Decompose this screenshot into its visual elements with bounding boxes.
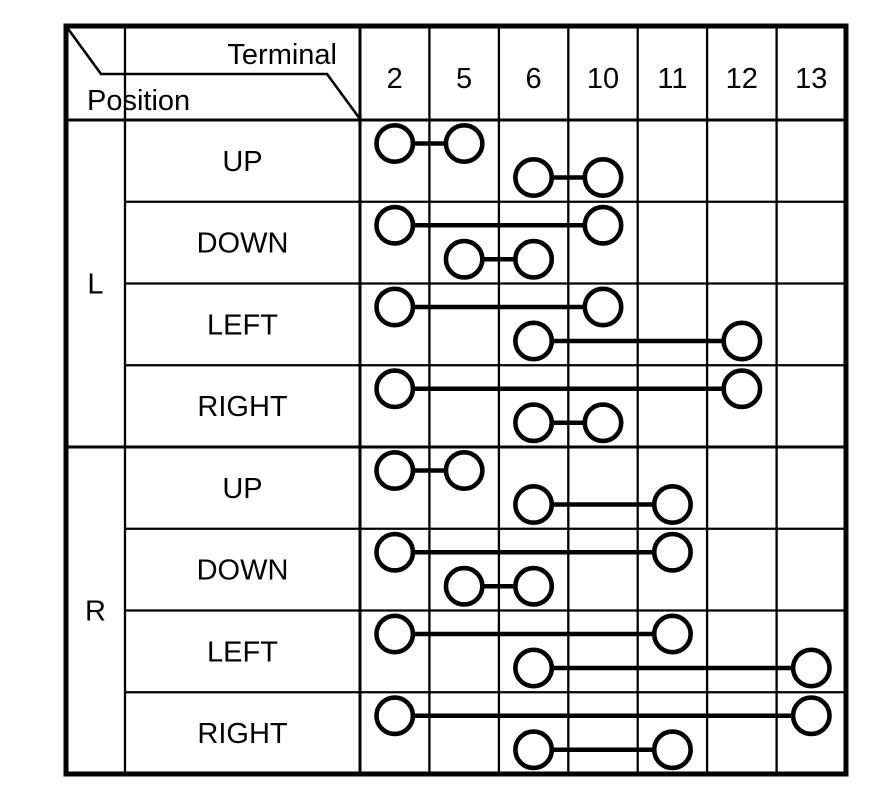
connection-terminal-circle: [513, 320, 555, 362]
terminal-col-header: 11: [657, 63, 687, 95]
connection-terminal-circle: [374, 123, 416, 165]
connection-terminal-circle: [721, 320, 763, 362]
connection-terminal-circle: [513, 729, 555, 771]
terminal-col-header: 5: [456, 63, 472, 95]
connection-terminal-circle: [790, 647, 832, 689]
connection-terminal-circle: [651, 531, 693, 573]
position-row-label: UP: [222, 473, 262, 505]
connection-terminal-circle: [513, 402, 555, 444]
connection-terminal-circle: [582, 204, 624, 246]
connection-terminal-circle: [582, 402, 624, 444]
connection-terminal-circle: [582, 157, 624, 199]
header-diagonal-divider: [64, 25, 362, 120]
connection-terminal-circle: [443, 123, 485, 165]
connections-layer: [374, 123, 832, 771]
terminal-col-header: 2: [387, 63, 403, 95]
connection-terminal-circle: [374, 368, 416, 410]
connection-terminal-circle: [513, 565, 555, 607]
position-row-label: LEFT: [207, 309, 278, 341]
connection-terminal-circle: [374, 449, 416, 491]
group-label-r: R: [85, 596, 106, 628]
connection-terminal-circle: [513, 238, 555, 280]
terminal-col-header: 13: [795, 63, 827, 95]
connection-terminal-circle: [374, 613, 416, 655]
terminal-col-header: 12: [726, 63, 758, 95]
connection-terminal-circle: [443, 565, 485, 607]
position-row-label: UP: [222, 146, 262, 178]
table-outer-border: [63, 23, 849, 777]
group-label-l: L: [87, 269, 103, 301]
connection-terminal-circle: [651, 729, 693, 771]
connection-terminal-circle: [582, 286, 624, 328]
connection-terminal-circle: [374, 286, 416, 328]
connection-terminal-circle: [651, 483, 693, 525]
connection-terminal-circle: [374, 204, 416, 246]
connection-terminal-circle: [651, 613, 693, 655]
connection-terminal-circle: [513, 157, 555, 199]
connection-terminal-circle: [443, 449, 485, 491]
position-row-label: DOWN: [197, 228, 289, 260]
connection-terminal-circle: [721, 368, 763, 410]
position-row-label: RIGHT: [197, 391, 288, 423]
position-header-label: Position: [87, 85, 190, 117]
connection-terminal-circle: [513, 483, 555, 525]
position-row-label: RIGHT: [197, 718, 288, 750]
position-row-label: DOWN: [197, 555, 289, 587]
position-row-label: LEFT: [207, 636, 278, 668]
terminal-header-label: Terminal: [227, 39, 337, 71]
terminal-col-header: 10: [587, 63, 619, 95]
connection-terminal-circle: [443, 238, 485, 280]
connection-terminal-circle: [374, 531, 416, 573]
connection-terminal-circle: [374, 695, 416, 737]
table-grid: [63, 23, 849, 777]
connection-terminal-circle: [513, 647, 555, 689]
terminal-col-header: 6: [526, 63, 542, 95]
connection-terminal-circle: [790, 695, 832, 737]
